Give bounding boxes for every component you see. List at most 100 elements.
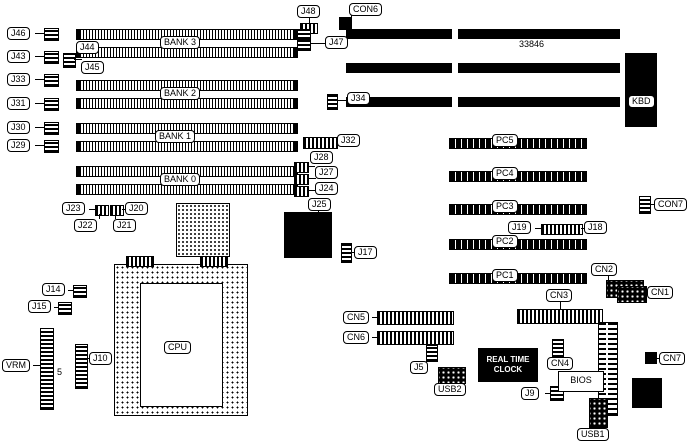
leader-line [645, 292, 647, 293]
label-bank1: BANK 1 [155, 130, 196, 143]
pc3-slot [449, 204, 587, 215]
leader-line [99, 214, 100, 219]
label-j10: J10 [89, 352, 112, 365]
isa-slot-2-right [458, 63, 620, 73]
label-j17: J17 [354, 246, 377, 259]
isa-slot-1-left [346, 29, 452, 39]
label-j21: J21 [113, 219, 136, 232]
leader-line [122, 209, 126, 210]
label-j19: J19 [508, 221, 531, 234]
leader-line [596, 426, 597, 428]
j33-connector [44, 74, 59, 87]
j23-j22-connector [95, 205, 109, 216]
leader-line [35, 79, 44, 80]
j31-connector [44, 98, 59, 111]
leader-line [307, 166, 315, 167]
j24-connector [294, 186, 309, 197]
leader-line [35, 56, 44, 57]
label-j24: J24 [315, 182, 338, 195]
label-bank0: BANK 0 [160, 173, 201, 186]
j47-connector-lower [297, 40, 311, 51]
label-j20: J20 [125, 202, 148, 215]
label-j22: J22 [74, 219, 97, 232]
j19-j18-connector [541, 224, 583, 235]
cpu-top-connector-right [200, 256, 228, 267]
pc5-slot [449, 138, 587, 149]
leader-line [560, 302, 561, 309]
vrm-connector [40, 328, 54, 410]
leader-line [89, 209, 95, 210]
leader-line [318, 211, 319, 214]
label-cn2: CN2 [591, 263, 618, 276]
label-j33: J33 [7, 73, 30, 86]
label-j27: J27 [315, 166, 338, 179]
j10-connector [75, 344, 88, 389]
board-part-number: 33846 [519, 39, 545, 49]
label-j45: J45 [81, 61, 104, 74]
j27-connector [294, 174, 309, 185]
label-j18: J18 [584, 221, 607, 234]
leader-line [608, 276, 609, 280]
keyboard-connector [625, 53, 657, 127]
leader-line [35, 127, 44, 128]
cn1-connector [617, 286, 647, 303]
leader-line [657, 358, 659, 359]
label-bank2: BANK 2 [160, 87, 201, 100]
pc4-slot [449, 171, 587, 182]
label-j28: J28 [310, 151, 333, 164]
cn5-connector [377, 311, 454, 325]
leader-line [35, 33, 44, 34]
pin-number-5: 5 [57, 367, 63, 377]
label-j30: J30 [7, 121, 30, 134]
label-con7: CON7 [654, 198, 688, 211]
leader-line [351, 15, 352, 18]
label-cn4: CN4 [547, 357, 574, 370]
j5-connector [426, 345, 438, 362]
leader-line [535, 228, 541, 229]
j20-j21-connector [110, 205, 124, 216]
label-pc4: PC4 [492, 167, 518, 180]
j34-connector [327, 94, 338, 110]
con7-connector [639, 196, 651, 214]
label-j29: J29 [7, 139, 30, 152]
isa-slot-2-left [346, 63, 452, 73]
rtc-text-line1: REAL TIME [486, 355, 530, 364]
label-j14: J14 [42, 283, 65, 296]
label-pc2: PC2 [492, 235, 518, 248]
label-j47: J47 [325, 36, 348, 49]
label-cn5: CN5 [343, 311, 370, 324]
real-time-clock-chip: REAL TIME CLOCK [478, 348, 538, 382]
leader-line [35, 145, 44, 146]
j15-connector [58, 302, 72, 315]
label-con6: CON6 [349, 3, 383, 16]
j44-j45-connector [63, 53, 76, 68]
label-pc3: PC3 [492, 200, 518, 213]
leader-line [68, 290, 73, 291]
label-usb2: USB2 [434, 383, 466, 396]
label-j34: J34 [347, 92, 370, 105]
leader-line [350, 252, 355, 253]
label-j43: J43 [7, 50, 30, 63]
j17-connector [341, 243, 352, 263]
bios-chip: BIOS [558, 371, 604, 392]
isa-slot-3-left [346, 97, 452, 107]
label-cn3: CN3 [546, 289, 573, 302]
label-j5: J5 [410, 361, 428, 374]
leader-line [429, 360, 430, 362]
rtc-text-line2: CLOCK [493, 365, 523, 374]
leader-line [115, 214, 116, 219]
label-pc1: PC1 [492, 269, 518, 282]
label-cpu: CPU [164, 341, 192, 354]
isa-slot-3-right [458, 97, 620, 107]
leader-line [649, 204, 654, 205]
label-kbd: KBD [628, 95, 655, 108]
leader-line [372, 317, 377, 318]
leader-line [35, 103, 44, 104]
cn6-connector [377, 331, 454, 345]
j28-connector [294, 162, 309, 173]
power-header [598, 322, 618, 416]
j47-connector-upper [297, 29, 311, 40]
cn7-connector [645, 352, 657, 364]
leader-line [581, 228, 585, 229]
